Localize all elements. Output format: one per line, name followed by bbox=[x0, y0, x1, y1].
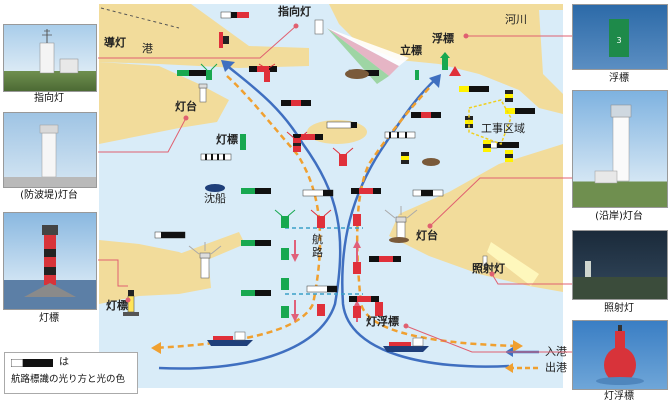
guide-line bbox=[100, 7, 180, 29]
svg-text:3: 3 bbox=[616, 36, 621, 45]
caption-coastal-lighthouse: (沿岸)灯台 bbox=[595, 211, 643, 222]
inbound-route-left bbox=[158, 63, 342, 370]
label-floodlight: 照射灯 bbox=[472, 262, 505, 275]
outbound-arrow-right bbox=[513, 340, 523, 352]
directional-beam-white bbox=[327, 28, 409, 66]
inbound-arrow-right bbox=[429, 74, 441, 88]
photo-breakwater-lighthouse bbox=[3, 112, 97, 188]
caption-floodlight: 照射灯 bbox=[604, 303, 634, 314]
directional-light-tower-icon bbox=[39, 29, 79, 74]
floodlight-beam bbox=[487, 242, 539, 286]
caption-light-mark: 灯標 bbox=[39, 313, 59, 324]
legend-line2: 航路標識の光り方と光の色 bbox=[11, 374, 126, 385]
photo-directional-light bbox=[3, 24, 97, 92]
inbound-arrow-left bbox=[221, 60, 235, 72]
caption-breakwater-lighthouse: (防波堤)灯台 bbox=[20, 190, 78, 201]
rock-2 bbox=[422, 158, 440, 166]
ship-top bbox=[219, 32, 229, 48]
label-light-buoy: 灯浮標 bbox=[366, 315, 399, 328]
label-lighthouse-right: 灯台 bbox=[416, 229, 438, 242]
label-directional-light: 指向灯 bbox=[278, 5, 311, 18]
land-top-left bbox=[99, 4, 309, 68]
light-mark-tower-icon bbox=[24, 225, 76, 297]
legend-pattern-bar bbox=[11, 359, 53, 367]
photo-buoy: 3 bbox=[572, 4, 668, 70]
ship-left bbox=[207, 331, 253, 346]
floodlight-icon bbox=[573, 261, 667, 299]
label-river: 河川 bbox=[505, 13, 527, 26]
legend-outbound-arrowhead bbox=[505, 363, 513, 373]
label-channel: 航路 bbox=[312, 233, 323, 259]
photo-coastal-lighthouse bbox=[572, 90, 668, 208]
channel-arrowhead-down-left-2 bbox=[291, 314, 299, 322]
outbound-route-left bbox=[152, 75, 322, 350]
channel-arrowhead-down-left bbox=[291, 254, 299, 262]
land-left bbox=[99, 62, 229, 144]
breakwater-left bbox=[179, 232, 245, 266]
legend-box: は 航路標識の光り方と光の色 bbox=[4, 352, 138, 394]
lighthouse-markers bbox=[123, 19, 418, 316]
breakwater-lighthouse-icon bbox=[4, 124, 96, 187]
outbound-arrow-left bbox=[151, 342, 161, 354]
directional-beam bbox=[327, 28, 399, 76]
coastal-lighthouse-icon bbox=[594, 104, 632, 184]
caption-light-buoy: 灯浮標 bbox=[604, 391, 634, 402]
label-port: 港 bbox=[142, 42, 153, 55]
channel-arrowhead-up-right bbox=[353, 240, 361, 248]
label-standing-mark: 立標 bbox=[400, 44, 422, 57]
river bbox=[539, 10, 563, 94]
label-work-zone: 工事区域 bbox=[481, 122, 525, 135]
label-guide-light: 導灯 bbox=[104, 36, 126, 49]
caption-buoy: 浮標 bbox=[609, 73, 629, 84]
label-wreck: 沈船 bbox=[204, 192, 226, 205]
inbound-route-right bbox=[341, 77, 510, 368]
ship-right bbox=[383, 337, 429, 352]
light-pattern-bars bbox=[154, 11, 535, 302]
label-lighthouse-left: 灯台 bbox=[175, 100, 197, 113]
red-light-buoy-icon bbox=[596, 325, 644, 385]
legend-line1-suffix: は bbox=[59, 357, 69, 368]
rock-3 bbox=[389, 237, 409, 243]
photo-light-buoy bbox=[572, 320, 668, 390]
rock-1 bbox=[345, 69, 369, 79]
label-buoy-top: 浮標 bbox=[432, 32, 454, 45]
label-outbound: 出港 bbox=[545, 361, 567, 374]
label-light-mark-bottom: 灯標 bbox=[106, 299, 128, 312]
photo-light-mark bbox=[3, 212, 97, 310]
caption-directional-light: 指向灯 bbox=[34, 93, 64, 104]
land-right bbox=[389, 144, 563, 292]
green-buoy-icon: 3 bbox=[609, 19, 629, 57]
wreck bbox=[205, 184, 225, 192]
photo-floodlight bbox=[572, 230, 668, 300]
label-light-mark-mid: 灯標 bbox=[216, 133, 238, 146]
work-zone-boundary bbox=[468, 99, 512, 145]
harbor-map bbox=[99, 4, 563, 388]
